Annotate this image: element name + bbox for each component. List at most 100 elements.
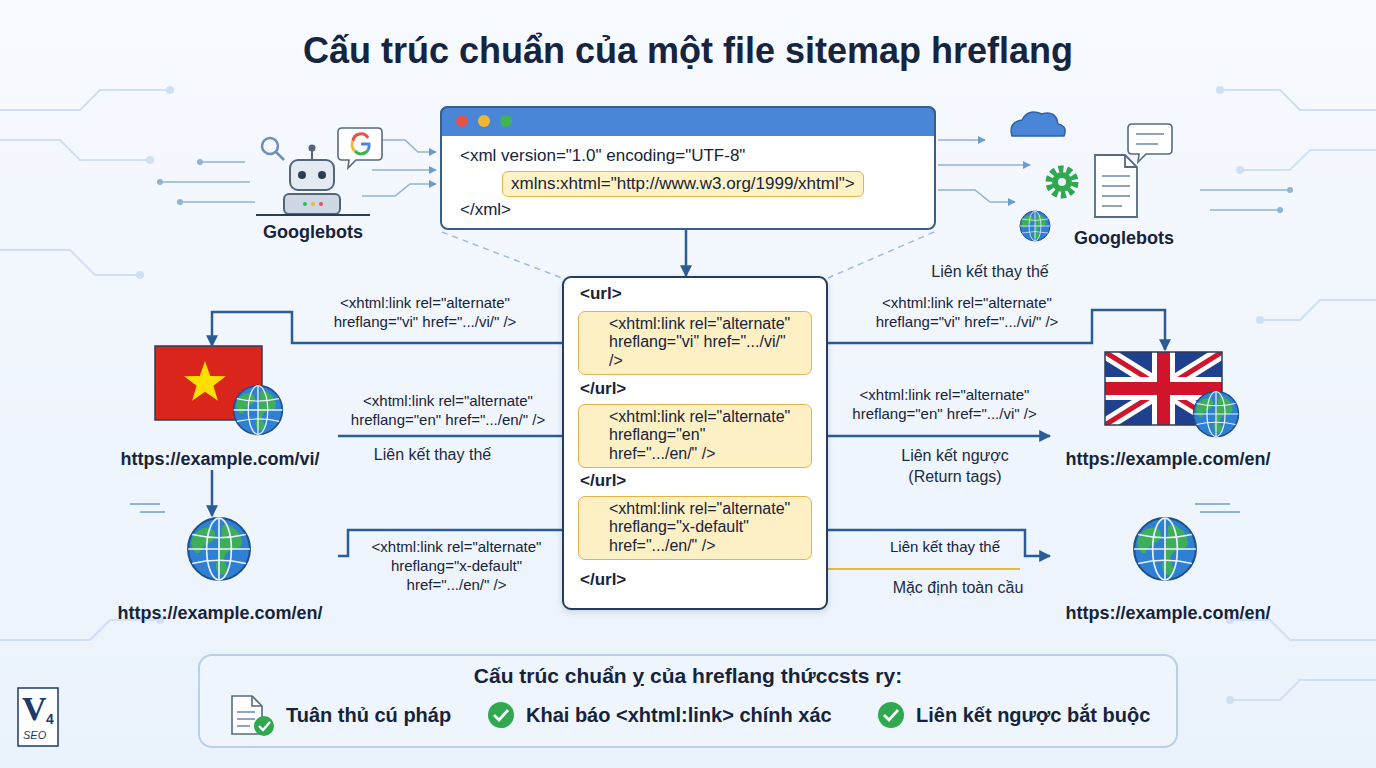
note-label: Liên kết thay thế (900, 262, 1080, 283)
check-icon (878, 702, 904, 728)
circuit-dot (1216, 86, 1224, 94)
node-text: https://example.com/vi/ (120, 449, 319, 470)
globe-icon (1020, 211, 1050, 241)
bot-lines (200, 161, 245, 163)
bot-lines (938, 190, 1015, 202)
connector (685, 230, 688, 276)
robot-icon (309, 145, 316, 152)
projection-line (442, 232, 934, 278)
search-bubble (338, 128, 382, 168)
circuit-dot (1256, 316, 1264, 324)
gear-icon (1049, 169, 1075, 195)
document-icon (1128, 124, 1172, 162)
document-icon (1095, 155, 1137, 217)
code-window-frame (440, 106, 936, 136)
gear-icon (1052, 172, 1072, 192)
robot-icon (319, 202, 323, 206)
robot-icon (256, 214, 370, 216)
connector (812, 435, 1050, 438)
bot-lines (938, 139, 985, 141)
edge-label: <xhtml:link rel="alternate" hreflang="en… (842, 386, 1047, 424)
node-text: Tuân thủ cú pháp (286, 704, 451, 727)
note-label: Mặc định toàn cầu (868, 578, 1048, 599)
check-icon (488, 702, 514, 728)
search-bubble (338, 128, 382, 168)
circuit-dot (166, 86, 174, 94)
logo-frame (18, 688, 58, 746)
url-node: https://example.com/en/ (102, 516, 338, 624)
edge-label: <xhtml:link rel="alternate" hreflang="vi… (300, 294, 550, 332)
node-text: Googlebots (248, 222, 378, 243)
document-icon (1136, 134, 1164, 144)
url-node: https://example.com/en/ (1050, 350, 1286, 470)
summary-band-fill (198, 654, 1178, 748)
gear-icon (1049, 169, 1075, 195)
check-item: Liên kết ngược bắt buộc (872, 697, 1174, 733)
check-item: Tuân thủ cú pháp (226, 697, 458, 733)
node-text: </url> (580, 570, 626, 590)
node-text: <xhtml:link rel="alternate" hreflang="vi… (609, 315, 798, 370)
search-bubble (361, 144, 369, 150)
gear-icon (1058, 178, 1066, 186)
code-window-frame (456, 115, 468, 127)
projection-line (828, 232, 934, 278)
edge-label: <xhtml:link rel="alternate" hreflang="en… (335, 392, 561, 430)
node-text: <url> (580, 284, 622, 304)
circuit-dot (1236, 166, 1244, 174)
node-text: Googlebots (1059, 228, 1189, 249)
circuit-trace (0, 250, 140, 275)
robot-icon (311, 202, 315, 206)
node-text: </xml> (460, 200, 511, 220)
connector (338, 435, 578, 438)
globe-icon (1134, 518, 1196, 580)
connector (211, 470, 214, 516)
bot-dots (157, 179, 163, 185)
document-check-icon (254, 716, 274, 736)
document-icon (1125, 155, 1137, 167)
bot-lines (372, 169, 436, 171)
document-icon (1102, 176, 1130, 206)
bot-lines (160, 181, 250, 183)
check-icon (884, 710, 898, 720)
node-text: Cấu trúc chuẩn ỵ của hreflang thứccsts r… (200, 664, 1176, 688)
bot-label: Googlebots (248, 222, 378, 248)
code-window-frame (500, 115, 512, 127)
bot-label: Googlebots (1059, 228, 1189, 254)
node-text: Khai báo <xhtml:link> chính xác (526, 704, 832, 727)
magnifier (276, 152, 284, 160)
document-check-icon (237, 712, 255, 726)
document-icon (1095, 124, 1172, 217)
edge-label: Liên kết thay thế (870, 538, 1020, 557)
link-tag: <xhtml:link rel="alternate" hreflang="x-… (578, 496, 812, 560)
bot-dots (1277, 207, 1283, 213)
magnifier (262, 138, 284, 160)
node-text: https://example.com/en/ (1065, 449, 1270, 470)
bot-lines (160, 140, 436, 202)
circuit-trace (0, 90, 1376, 700)
link-tag: <xhtml:link rel="alternate" hreflang="en… (578, 404, 812, 468)
url-node: https://example.com/vi/ (102, 346, 338, 470)
note-label: Liên kết thay thế (360, 445, 505, 466)
circuit-dot (136, 271, 144, 279)
circuit-trace (1230, 680, 1376, 700)
search-bubble (352, 141, 355, 151)
check-icon (488, 702, 904, 728)
robot-icon (303, 202, 307, 206)
code-window: <xml version="1.0" encoding="UTF-8"xmlns… (440, 106, 936, 230)
globe-icon (188, 518, 250, 580)
node-text: https://example.com/en/ (117, 603, 322, 624)
circuit-trace (1220, 90, 1376, 110)
globe-icon (234, 386, 283, 435)
bot-dots (1287, 187, 1293, 193)
bot-lines (1210, 209, 1280, 211)
bot-lines (362, 184, 436, 196)
robot-icon (290, 160, 334, 190)
robot-icon (298, 171, 306, 179)
node-text: </url> (580, 471, 626, 491)
summary-band: Cấu trúc chuẩn ỵ của hreflang thứccsts r… (198, 654, 1178, 748)
url-node: https://example.com/en/ (1050, 516, 1286, 624)
node-text: https://example.com/en/ (1065, 603, 1270, 624)
search-bubble (355, 150, 368, 154)
